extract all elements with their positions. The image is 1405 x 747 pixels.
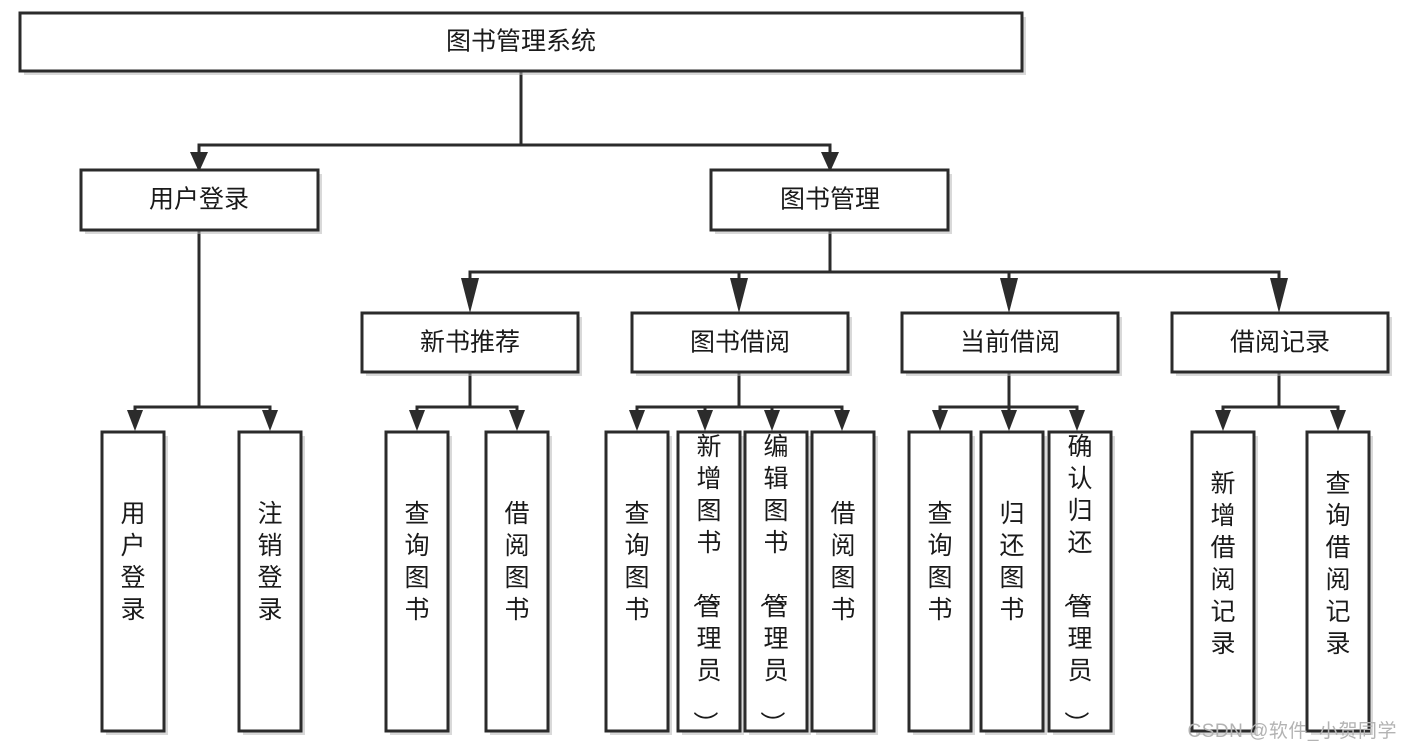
new-book-recommend-box xyxy=(360,311,580,374)
arrowhead-leaf-borrow-book-1 xyxy=(509,410,525,431)
current-borrow-label: 当前借阅 xyxy=(960,329,1060,357)
book-management-box xyxy=(709,168,950,232)
node-leaf-query-record[interactable]: 查询借阅记录 xyxy=(1305,430,1373,735)
arrowhead-leaf-logout xyxy=(262,410,278,431)
leaf-user-login-box xyxy=(100,430,166,733)
leaf-add-record-box xyxy=(1190,430,1256,733)
leaf-query-record-box xyxy=(1305,430,1371,733)
node-root[interactable]: 图书管理系统 xyxy=(18,11,1026,75)
arrowhead-leaf-confirm-return xyxy=(1069,410,1085,431)
arrowhead-leaf-return-book xyxy=(1001,410,1017,431)
leaf-query-book-2-label: 查询图书 xyxy=(624,500,649,624)
leaf-add-book-box xyxy=(676,430,742,733)
node-leaf-borrow-book-2[interactable]: 借阅图书 xyxy=(810,430,878,735)
arrowhead-current-borrow xyxy=(1000,278,1018,313)
leaf-query-book-1-label: 查询图书 xyxy=(404,500,429,624)
arrowhead-leaf-add-record xyxy=(1215,410,1231,431)
arrowhead-leaf-borrow-book-2 xyxy=(834,410,850,431)
node-leaf-logout[interactable]: 注销登录 xyxy=(237,430,305,735)
leaf-query-book-2-box xyxy=(604,430,670,733)
node-leaf-user-login[interactable]: 用户登录 xyxy=(100,430,168,735)
book-borrow-box xyxy=(630,311,850,374)
node-leaf-query-book-3[interactable]: 查询图书 xyxy=(907,430,975,735)
leaf-query-book-1-box xyxy=(384,430,450,733)
leaf-query-book-3-box xyxy=(907,430,973,733)
node-leaf-edit-book[interactable]: 编辑图书（管理员） xyxy=(743,430,811,736)
borrow-record-label: 借阅记录 xyxy=(1230,329,1330,357)
leaf-confirm-return-label: 确认归还（管理员） xyxy=(1061,433,1092,736)
leaf-add-book-label: 新增图书（管理员） xyxy=(690,433,721,736)
arrowhead-book-management xyxy=(821,152,839,172)
connectors-layer xyxy=(127,71,1346,431)
leaf-logout-label: 注销登录 xyxy=(257,500,282,624)
arrowhead-borrow-record xyxy=(1270,278,1288,313)
node-leaf-return-book[interactable]: 归还图书 xyxy=(979,430,1047,735)
leaf-query-book-3-label: 查询图书 xyxy=(927,500,952,624)
book-borrow-label: 图书借阅 xyxy=(690,329,790,357)
root-label: 图书管理系统 xyxy=(446,28,596,56)
arrowhead-new-book-recommend xyxy=(461,278,479,313)
arrowhead-leaf-query-book-3 xyxy=(932,410,948,431)
leaf-borrow-book-2-box xyxy=(810,430,876,733)
node-leaf-borrow-book-1[interactable]: 借阅图书 xyxy=(484,430,552,735)
arrowhead-leaf-query-book-2 xyxy=(629,410,645,431)
node-leaf-query-book-1[interactable]: 查询图书 xyxy=(384,430,452,735)
leaf-query-record-label: 查询借阅记录 xyxy=(1325,470,1350,658)
book-management-label: 图书管理 xyxy=(780,186,880,214)
node-user-login[interactable]: 用户登录 xyxy=(79,168,322,234)
leaf-user-login-label: 用户登录 xyxy=(120,500,145,624)
leaf-borrow-book-1-label: 借阅图书 xyxy=(504,500,529,624)
leaf-return-book-box xyxy=(979,430,1045,733)
leaf-borrow-book-2-label: 借阅图书 xyxy=(830,500,855,624)
user-login-box xyxy=(79,168,320,232)
arrowhead-book-borrow xyxy=(730,278,748,313)
node-book-management[interactable]: 图书管理 xyxy=(709,168,952,234)
arrowhead-leaf-add-book xyxy=(697,410,713,431)
leaf-return-book-label: 归还图书 xyxy=(999,500,1024,624)
arrowhead-user-login xyxy=(190,152,208,172)
node-current-borrow[interactable]: 当前借阅 xyxy=(900,311,1122,376)
leaf-confirm-return-box xyxy=(1047,430,1113,733)
new-book-recommend-label: 新书推荐 xyxy=(420,329,520,357)
user-login-label: 用户登录 xyxy=(149,186,249,214)
node-leaf-add-record[interactable]: 新增借阅记录 xyxy=(1190,430,1258,735)
node-leaf-confirm-return[interactable]: 确认归还（管理员） xyxy=(1047,430,1115,736)
arrowhead-leaf-query-record xyxy=(1330,410,1346,431)
csdn-watermark: CSDN @软件_小贺同学 xyxy=(1187,721,1397,742)
node-leaf-add-book[interactable]: 新增图书（管理员） xyxy=(676,430,744,736)
borrow-record-box xyxy=(1170,311,1390,374)
leaf-logout-box xyxy=(237,430,303,733)
arrowhead-leaf-user-login xyxy=(127,410,143,431)
leaf-add-record-label: 新增借阅记录 xyxy=(1210,470,1235,658)
leaf-edit-book-label: 编辑图书（管理员） xyxy=(757,433,788,736)
node-leaf-query-book-2[interactable]: 查询图书 xyxy=(604,430,672,735)
root-box xyxy=(18,11,1024,73)
leaf-borrow-book-1-box xyxy=(484,430,550,733)
arrowhead-leaf-edit-book xyxy=(764,410,780,431)
current-borrow-box xyxy=(900,311,1120,374)
node-new-book-recommend[interactable]: 新书推荐 xyxy=(360,311,582,376)
node-book-borrow[interactable]: 图书借阅 xyxy=(630,311,852,376)
arrowhead-leaf-query-book-1 xyxy=(409,410,425,431)
node-borrow-record[interactable]: 借阅记录 xyxy=(1170,311,1392,376)
leaf-edit-book-box xyxy=(743,430,809,733)
